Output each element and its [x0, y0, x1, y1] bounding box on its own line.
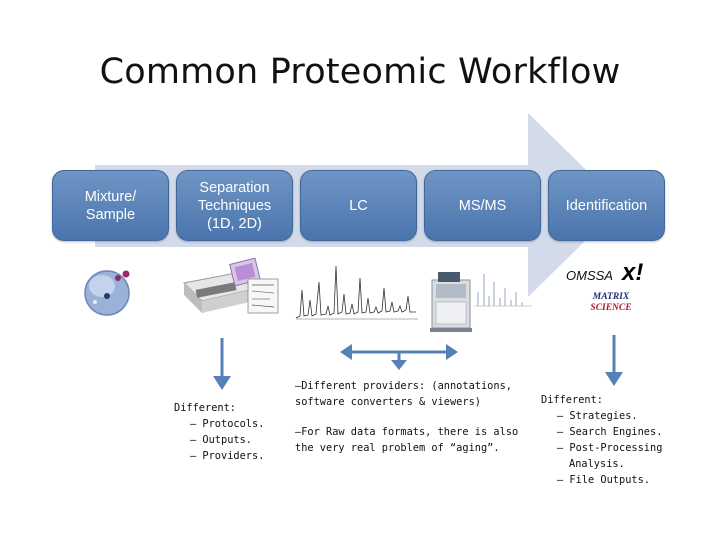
step-label: LC	[349, 197, 368, 214]
note-line: software converters & viewers)	[295, 396, 481, 408]
notes-heading: Different:	[541, 394, 603, 406]
separation-notes: Different: – Protocols. – Outputs. – Pro…	[174, 400, 264, 464]
step-lc: LC	[300, 170, 417, 241]
step-separation-techniques: Separation Techniques (1D, 2D)	[176, 170, 293, 241]
matrix-logo-line1: MATRIX	[592, 292, 630, 302]
note-line: –For Raw data formats, there is also	[295, 426, 519, 438]
omssa-logo: OMSSA	[566, 268, 613, 283]
note-item: – Search Engines.	[557, 426, 663, 438]
note-line: the very real problem of “aging”.	[295, 442, 500, 454]
xtandem-logo: x!	[622, 259, 644, 286]
note-item: – Strategies.	[557, 410, 638, 422]
separation-down-arrow	[213, 338, 231, 390]
matrix-logo-line2: SCIENCE	[590, 303, 632, 313]
lc-ms-notes: –Different providers: (annotations, soft…	[295, 378, 518, 456]
step-label: Identification	[565, 197, 648, 214]
electrophoresis-equipment-image	[182, 257, 279, 314]
note-item: – File Outputs.	[557, 474, 650, 486]
step-identification: Identification	[548, 170, 665, 241]
note-line: –Different providers: (annotations,	[295, 380, 512, 392]
note-item: – Post-Processing	[557, 442, 663, 454]
note-item: Analysis.	[569, 458, 625, 470]
note-item: – Protocols.	[190, 418, 265, 430]
notes-heading: Different:	[174, 402, 236, 414]
step-ms-ms: MS/MS	[424, 170, 541, 241]
step-label: Separation Techniques (1D, 2D)	[197, 179, 272, 232]
page-title: Common Proteomic Workflow	[99, 52, 621, 92]
matrix-science-logo: MATRIX SCIENCE	[578, 292, 644, 318]
lc-ms-double-arrow	[340, 344, 458, 370]
chromatogram-image	[295, 265, 418, 320]
note-item: – Outputs.	[190, 434, 252, 446]
step-label: Mixture/ Sample	[84, 188, 137, 223]
identification-notes: Different: – Strategies. – Search Engine…	[541, 392, 662, 488]
identification-down-arrow	[605, 335, 623, 386]
note-item: – Providers.	[190, 450, 265, 462]
cell-sample-image	[84, 270, 130, 316]
step-mixture-sample: Mixture/ Sample	[52, 170, 169, 241]
mass-spectrometer-image	[430, 272, 532, 332]
step-label: MS/MS	[458, 197, 507, 214]
